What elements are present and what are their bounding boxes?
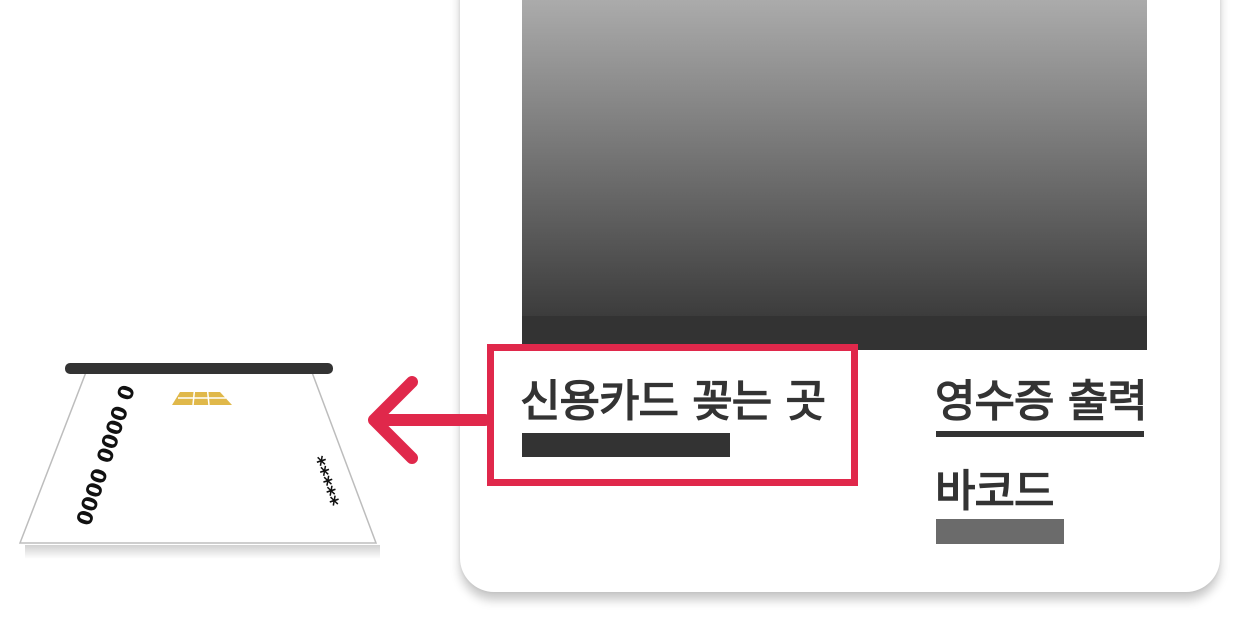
barcode-label: 바코드 xyxy=(935,466,1054,517)
kiosk-screen xyxy=(522,0,1147,350)
card-slot-highlight xyxy=(487,344,858,486)
card-slot[interactable] xyxy=(522,433,730,457)
credit-card: 0000 0000 0 ***** xyxy=(18,363,380,559)
ic-chip-icon xyxy=(172,384,232,406)
card-slot-bar xyxy=(65,363,333,374)
card-shadow xyxy=(25,545,380,559)
left-arrow-icon xyxy=(368,376,490,464)
barcode-scanner[interactable] xyxy=(936,519,1064,544)
receipt-slot[interactable] xyxy=(936,431,1144,437)
receipt-output-label: 영수증 출력 xyxy=(935,376,1148,427)
card-slot-label: 신용카드 꽂는 곳 xyxy=(520,376,826,427)
